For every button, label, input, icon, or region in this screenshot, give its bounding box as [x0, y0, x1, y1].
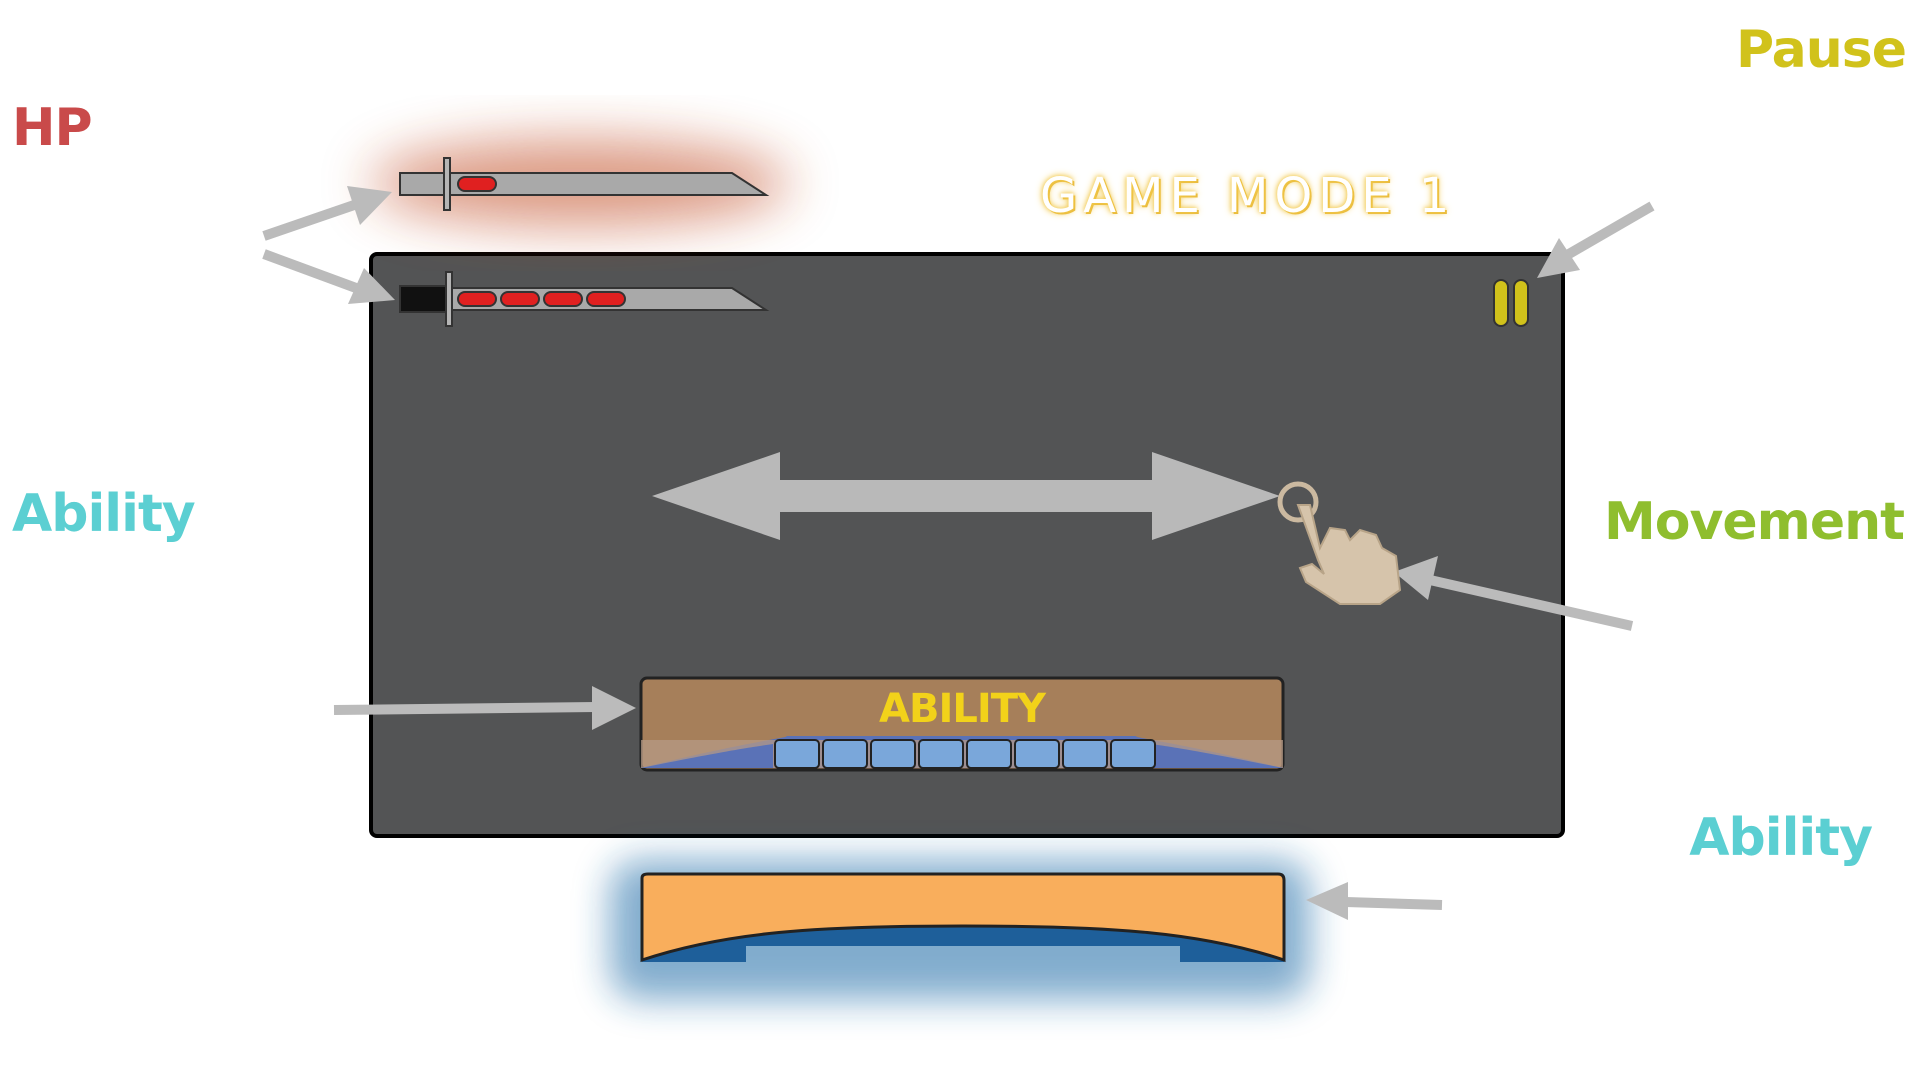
- hp-pip: [457, 291, 497, 307]
- ability-arrow-left: [333, 686, 636, 730]
- ability-segment: [1014, 739, 1060, 769]
- pause-label: Pause: [1735, 20, 1907, 80]
- ability-bar[interactable]: ABILITY: [639, 676, 1285, 772]
- ability-segment: [1110, 739, 1156, 769]
- pause-arrow: [1537, 201, 1655, 278]
- hp-pip: [543, 291, 583, 307]
- tap-hand-icon: [1277, 481, 1402, 605]
- game-mode-title: GAME MODE 1: [1040, 168, 1456, 224]
- hp-pip: [586, 291, 626, 307]
- ability-label-left: Ability: [12, 484, 196, 544]
- movement-double-arrow: [652, 452, 1280, 540]
- movement-label: Movement: [1604, 492, 1905, 552]
- ability-label-right: Ability: [1689, 808, 1873, 868]
- hp-label: HP: [12, 98, 93, 158]
- ability-segment: [822, 739, 868, 769]
- ability-segment: [774, 739, 820, 769]
- ability-panel-graphic: [640, 872, 1286, 963]
- ability-segments: [774, 739, 1156, 769]
- ability-segment: [966, 739, 1012, 769]
- ability-bar-title: ABILITY: [879, 686, 1046, 732]
- hp-pip: [500, 291, 540, 307]
- katana-icon: [399, 271, 770, 327]
- katana-icon-alt: [399, 157, 770, 211]
- ability-panel[interactable]: [640, 872, 1286, 966]
- ability-segment: [918, 739, 964, 769]
- ability-segment: [870, 739, 916, 769]
- ability-segment: [1062, 739, 1108, 769]
- pause-icon[interactable]: [1493, 279, 1529, 327]
- ability-arrow-right: [1306, 882, 1443, 920]
- ability-bar-graphic: [639, 676, 1285, 772]
- hp-pip: [457, 176, 497, 192]
- hp-arrows: [262, 186, 395, 304]
- movement-arrow: [1394, 556, 1634, 631]
